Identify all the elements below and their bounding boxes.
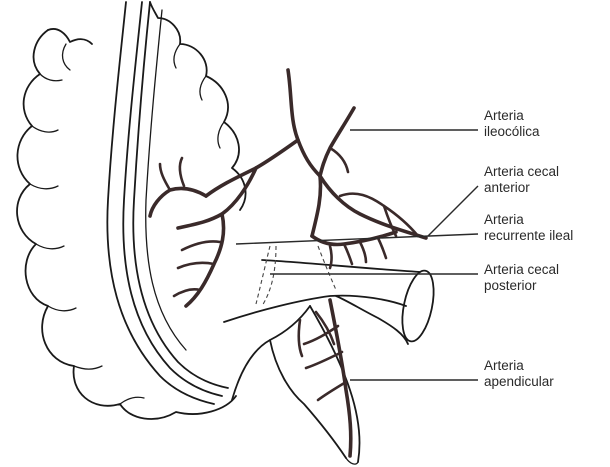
- label-apendicular-line1: Arteria: [484, 358, 554, 374]
- label-cecal-anterior-line2: anterior: [484, 180, 559, 196]
- label-arteria-cecal-anterior: Arteria cecal anterior: [484, 164, 559, 196]
- taenia-bands: [107, 2, 228, 404]
- label-cecal-anterior-line1: Arteria cecal: [484, 164, 559, 180]
- label-arteria-ileocolica: Arteria ileocólica: [484, 108, 540, 140]
- label-arteria-cecal-posterior: Arteria cecal posterior: [484, 262, 559, 294]
- label-ileocolica-line1: Arteria: [484, 108, 540, 124]
- label-recurrente-ileal-line1: Arteria: [484, 212, 573, 228]
- artery-network: [150, 70, 426, 456]
- label-recurrente-ileal-line2: recurrente ileal: [484, 228, 573, 244]
- leader-lines: [236, 130, 478, 380]
- label-cecal-posterior-line1: Arteria cecal: [484, 262, 559, 278]
- label-cecal-posterior-line2: posterior: [484, 278, 559, 294]
- label-arteria-apendicular: Arteria apendicular: [484, 358, 554, 390]
- label-ileocolica-line2: ileocólica: [484, 124, 540, 140]
- label-arteria-recurrente-ileal: Arteria recurrente ileal: [484, 212, 573, 244]
- colon-outline: [17, 2, 246, 419]
- label-apendicular-line2: apendicular: [484, 374, 554, 390]
